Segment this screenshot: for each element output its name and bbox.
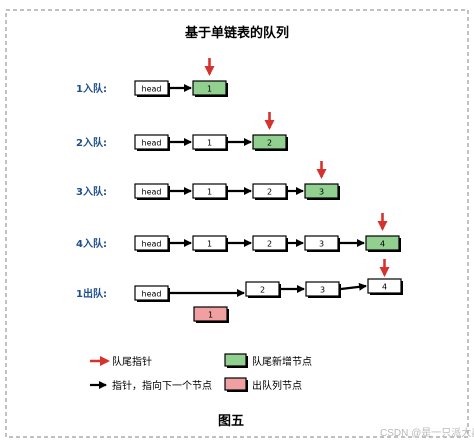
node-label: 1 [208, 311, 213, 320]
legend-item-red-arrow: 队尾指针 [90, 355, 152, 368]
legend-item-pink-box: 出队列节点 [224, 377, 302, 392]
node-box [245, 281, 280, 297]
diagram-title: 基于单链表的队列 [184, 25, 289, 41]
node-label: head [142, 188, 162, 197]
node-label: 4 [380, 240, 385, 249]
node-box [252, 235, 287, 251]
node-box [134, 80, 169, 96]
node-box [134, 183, 169, 199]
list-node: 2 [252, 183, 288, 200]
dequeued-node: 1 [193, 306, 229, 323]
list-node: 3 [304, 183, 340, 200]
queue-row: 2入队: head 1 2 [76, 112, 288, 151]
node-label: 1 [207, 240, 212, 249]
legend-text: 指针，指向下一个节点 [112, 379, 212, 392]
node-label: 2 [267, 188, 272, 197]
legend-swatch-icon [224, 377, 247, 391]
head-node: head [134, 134, 170, 151]
queue-row: 3入队: head 1 2 3 [76, 161, 340, 200]
list-node: 1 [192, 134, 228, 151]
node-box [367, 278, 402, 294]
list-node: 2 [245, 281, 281, 298]
node-box [192, 80, 227, 96]
node-label: head [142, 290, 162, 299]
legend-text: 队尾指针 [112, 355, 152, 368]
node-box [304, 235, 339, 251]
node-label: head [142, 240, 162, 249]
head-node: head [134, 235, 170, 252]
legend-item-black-arrow: 指针，指向下一个节点 [90, 379, 212, 392]
row-label: 3入队: [76, 185, 107, 198]
list-node: 2 [252, 235, 288, 252]
node-box [305, 281, 340, 297]
list-node: 1 [192, 80, 228, 97]
node-label: head [142, 85, 162, 94]
list-node: 1 [192, 235, 228, 252]
legend-text: 队尾新增节点 [252, 355, 312, 368]
list-node: 3 [305, 281, 341, 298]
head-node: head [134, 285, 170, 302]
node-label: 1 [207, 139, 212, 148]
head-node: head [134, 183, 170, 200]
row-label: 4入队: [76, 237, 107, 250]
list-node: 2 [252, 134, 288, 151]
node-label: 2 [260, 286, 265, 295]
node-box [193, 306, 228, 322]
node-label: 3 [319, 240, 324, 249]
node-box [304, 183, 339, 199]
watermark: CSDN @是一只派大鑫 [380, 428, 474, 439]
diagram-frame [5, 9, 469, 438]
head-node: head [134, 80, 170, 97]
list-node: 4 [367, 278, 403, 295]
node-box [192, 183, 227, 199]
node-label: 1 [207, 188, 212, 197]
node-box [134, 134, 169, 150]
legend-swatch-icon [224, 353, 247, 367]
node-label: 3 [319, 188, 324, 197]
next-pointer-arrow [340, 282, 367, 291]
node-box [365, 235, 400, 251]
queue-row: 1入队: head 1 [76, 58, 228, 97]
row-label: 1出队: [76, 287, 107, 300]
list-node: 3 [304, 235, 340, 252]
node-label: 4 [382, 283, 387, 292]
node-box [252, 183, 287, 199]
node-box [252, 134, 287, 150]
node-label: 2 [267, 240, 272, 249]
node-label: 3 [320, 286, 325, 295]
figure-caption: 图五 [218, 414, 244, 429]
node-label: 1 [207, 85, 212, 94]
legend-item-green-box: 队尾新增节点 [224, 353, 312, 368]
node-label: head [142, 139, 162, 148]
node-box [134, 285, 169, 301]
node-box [192, 235, 227, 251]
queue-row: 1出队: head 2 3 4 1 [76, 259, 403, 323]
node-box [192, 134, 227, 150]
node-box [134, 235, 169, 251]
row-label: 1入队: [76, 82, 107, 95]
row-label: 2入队: [76, 136, 107, 149]
node-label: 2 [267, 139, 272, 148]
list-node: 4 [365, 235, 401, 252]
legend-text: 出队列节点 [252, 379, 302, 392]
list-node: 1 [192, 183, 228, 200]
queue-row: 4入队: head 1 2 3 4 [76, 213, 401, 252]
